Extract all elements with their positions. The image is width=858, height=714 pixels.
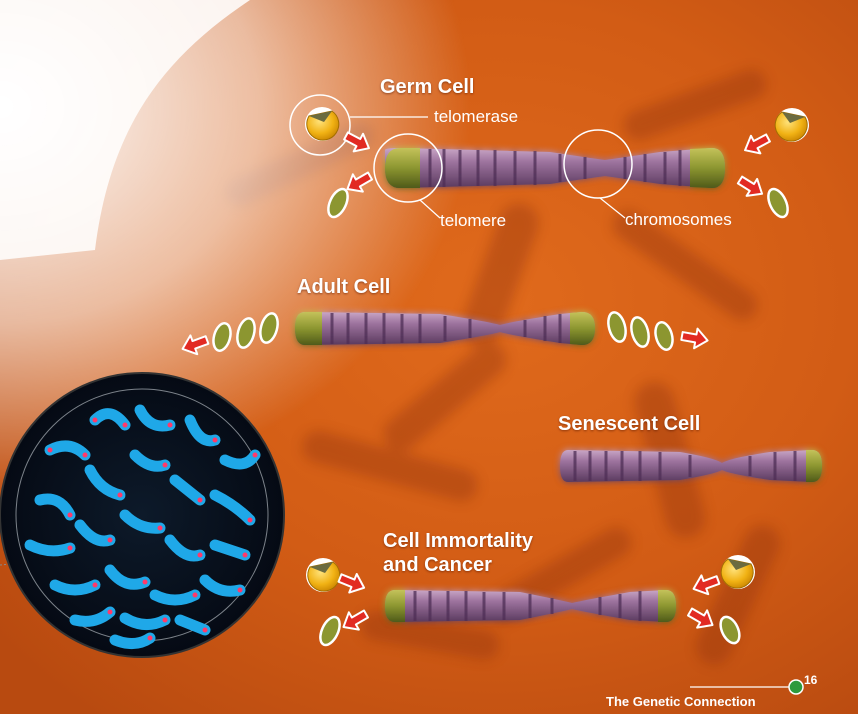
arrow-right-icon: [687, 607, 714, 629]
arrow-right-icon: [680, 327, 709, 350]
footer-page-number: 16: [804, 673, 818, 687]
chromosomes-callout-line: [599, 197, 626, 219]
senescent-cell-title: Senescent Cell: [558, 413, 701, 435]
senescent-cell-chromosome: [560, 450, 822, 482]
arrow-left-icon: [744, 133, 771, 155]
telomere-fragment-icon: [654, 321, 674, 351]
telomere-fragment-icon: [212, 322, 232, 352]
adult-cell-title: Adult Cell: [297, 276, 391, 298]
telomere-callout-line: [419, 199, 441, 219]
arrow-left-icon: [342, 609, 369, 631]
arrow-right-icon: [337, 572, 366, 594]
arrow-left-icon: [346, 171, 373, 193]
telomere-fragment-icon: [259, 312, 279, 344]
telomere-fragment-icon: [767, 187, 789, 219]
telomerase-icon: [774, 108, 809, 142]
telomere-fragment-icon: [327, 187, 349, 219]
arrow-left-icon: [181, 334, 210, 356]
telomere-fragment-icon: [607, 311, 627, 343]
telomere-fragment-icon: [719, 615, 741, 645]
telomerase-label: telomerase: [434, 107, 519, 126]
telomere-fragment-icon: [319, 615, 341, 647]
germ-cell-group: [289, 94, 725, 219]
chromosome-highlight-circle: [563, 129, 633, 199]
germ-cell-title: Germ Cell: [380, 76, 475, 98]
telomerase-icon: [720, 555, 755, 589]
arrow-right-icon: [343, 131, 370, 153]
telomere-fragment-icon: [236, 317, 256, 349]
fluorescent-chromosome-spread-icon: [24, 404, 261, 649]
red-arrows: [181, 131, 771, 631]
telomere-fragments: [212, 187, 789, 647]
immortality-cell-chromosome: [385, 590, 676, 622]
adult-cell-chromosome: [295, 312, 595, 345]
immortality-title-line2: and Cancer: [383, 554, 492, 576]
telomerase-icon: [305, 107, 340, 141]
fluorescent-micrograph: [0, 372, 285, 658]
telomerase-enzymes: [305, 107, 809, 592]
chromosomes-label: chromosomes: [625, 210, 732, 229]
immortality-title-line1: Cell Immortality: [383, 530, 534, 552]
telomere-label: telomere: [440, 211, 507, 230]
page-marker-icon: [788, 679, 804, 695]
telomere-highlight-circle: [373, 133, 443, 203]
arrow-left-icon: [692, 574, 721, 596]
footer-publication: The Genetic Connection: [606, 694, 756, 709]
telomere-probe-dots: [47, 417, 258, 641]
arrow-right-icon: [736, 175, 764, 197]
germ-cell-chromosome: [385, 148, 725, 188]
telomerase-highlight-circle: [289, 94, 351, 156]
telomere-fragment-icon: [630, 316, 650, 348]
telomerase-icon: [306, 558, 341, 592]
top-left-white-area: [0, 0, 250, 260]
